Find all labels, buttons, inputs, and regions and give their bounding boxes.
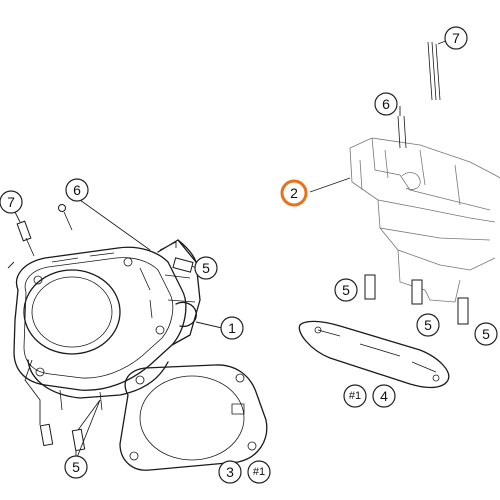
callout-6-right-label: 6 <box>382 96 390 112</box>
callout-3-label: 3 <box>226 464 234 480</box>
callout-5-e: 5 <box>474 322 498 346</box>
callout-4-label: 4 <box>380 388 388 404</box>
ref-1-a-label: #1 <box>349 390 361 402</box>
callout-5-a-label: 5 <box>202 260 210 276</box>
bolts-left <box>16 204 194 452</box>
callout-2: 2 <box>280 179 308 207</box>
bolts-right <box>364 41 469 325</box>
gasket-left <box>119 364 268 471</box>
cylinder-right <box>349 137 500 303</box>
callout-6-left: 6 <box>65 178 89 202</box>
callout-5-c: 5 <box>334 278 358 302</box>
callout-7-top-label: 7 <box>452 30 460 46</box>
callout-7-left: 7 <box>0 190 23 214</box>
callout-7-top: 7 <box>444 26 468 50</box>
callout-5-c-label: 5 <box>342 282 350 298</box>
cylinder-left <box>13 239 201 411</box>
callout-5-b: 5 <box>64 455 88 479</box>
callout-1-label: 1 <box>228 320 236 336</box>
callout-5-b-label: 5 <box>72 459 80 475</box>
ref-1-b-label: #1 <box>253 466 265 478</box>
callout-5-d-label: 5 <box>424 317 432 333</box>
callout-6-left-label: 6 <box>73 182 81 198</box>
callout-5-e-label: 5 <box>482 326 490 342</box>
callout-7-left-label: 7 <box>7 194 15 210</box>
callout-4: 4 <box>372 384 396 408</box>
callout-6-right: 6 <box>374 92 398 116</box>
gasket-right <box>298 320 450 389</box>
callout-5-d: 5 <box>416 313 440 337</box>
callout-3: 3 <box>218 460 242 484</box>
ref-1-a: #1 <box>343 384 367 408</box>
ref-1-b: #1 <box>247 460 271 484</box>
callout-1: 1 <box>220 316 244 340</box>
callout-5-a: 5 <box>194 256 218 280</box>
callout-2-label: 2 <box>290 185 298 201</box>
